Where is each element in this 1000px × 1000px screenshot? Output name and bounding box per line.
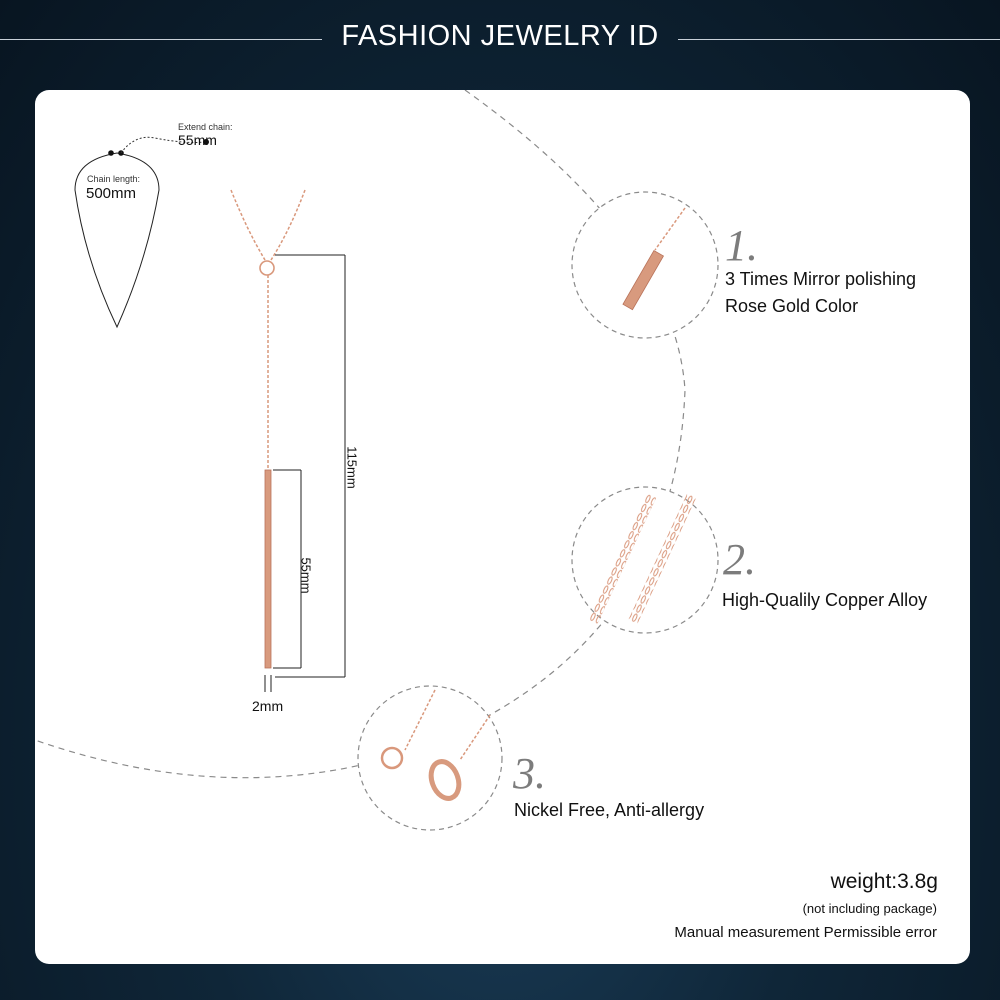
feature-2-number: 2.	[723, 535, 756, 584]
chain-length-value: 500mm	[86, 185, 137, 202]
page-title: FASHION JEWELRY ID	[341, 20, 659, 52]
chain-length-label: Chain length:	[87, 174, 141, 184]
chain-outline	[74, 152, 160, 329]
extend-chain-dot	[203, 139, 209, 145]
extend-chain-label: Extend chain:	[178, 122, 233, 132]
header-divider-right	[678, 39, 1000, 40]
feature-3-number: 3.	[513, 749, 546, 798]
bar-length-label: 55mm	[298, 557, 314, 594]
extend-chain-value: 55mm	[178, 132, 217, 148]
weight-label: weight:3.8g	[830, 870, 938, 893]
detail-circle-2	[571, 486, 719, 634]
detail-circle-1	[571, 191, 719, 339]
detail-circle-3	[357, 685, 503, 831]
feature-2-text: High-Qualily Copper Alloy	[722, 590, 928, 610]
feature-1-line-1: 3 Times Mirror polishing	[725, 269, 917, 289]
extend-chain-line	[120, 136, 206, 154]
chain-clasp-dot-left	[108, 150, 114, 156]
header-divider-left	[0, 39, 322, 40]
feature-1-text: 3 Times Mirror polishing Rose Gold Color	[725, 266, 916, 320]
measurement-lines	[264, 254, 346, 692]
chain-length-diagram	[74, 136, 209, 329]
necklace-drawing	[230, 189, 306, 669]
header-bar: FASHION JEWELRY ID	[0, 0, 1000, 76]
feature-1-line-2: Rose Gold Color	[725, 296, 859, 316]
product-info-card: Extend chain: 55mm Chain length: 500mm 1…	[35, 90, 970, 964]
total-length-label: 115mm	[344, 446, 360, 489]
card-artwork	[35, 90, 719, 831]
bar-width-label: 2mm	[252, 698, 284, 714]
measurement-error-note: Manual measurement Permissible error	[674, 924, 937, 941]
feature-3-text: Nickel Free, Anti-allergy	[514, 800, 705, 820]
package-note: (not including package)	[802, 901, 937, 916]
feature-1-number: 1.	[725, 221, 758, 270]
